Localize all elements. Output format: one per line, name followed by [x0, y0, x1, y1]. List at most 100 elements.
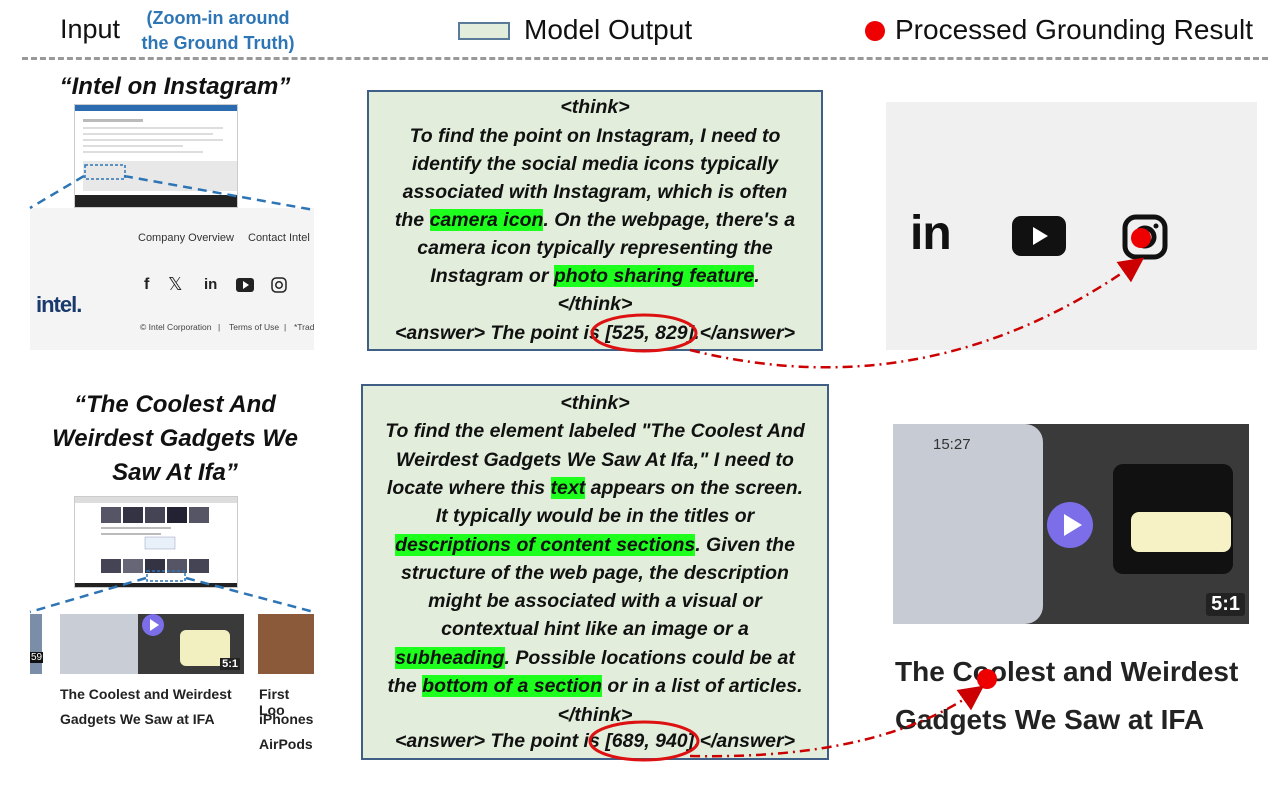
result-phone — [893, 424, 1043, 624]
crop-side-line3: AirPods — [259, 736, 313, 752]
screenshot-thumbnail-1 — [74, 104, 238, 208]
crop-video-thumb: 5:1 — [60, 614, 244, 674]
model-output-box-1: <think> To find the point on Instagram, … — [367, 90, 823, 351]
screenshot-thumbnail-2 — [74, 496, 238, 588]
result-video-title: The Coolest and Weirdest Gadgets We Saw … — [895, 648, 1265, 744]
reasoning-line: Instagram or photo sharing feature. — [369, 265, 821, 288]
result-youtube-icon — [1012, 216, 1066, 256]
youtube-icon — [236, 278, 254, 292]
answer-line-2: <answer> The point is [689, 940].</answe… — [363, 730, 827, 753]
result-title-line1: The Coolest and Weirdest — [895, 656, 1239, 687]
reasoning-line: camera icon typically representing the — [417, 237, 773, 259]
crop-phone — [60, 614, 138, 674]
crop-side-line1: First Loo — [259, 686, 290, 718]
crop-caption-line1: The Coolest and Weirdest — [60, 686, 232, 702]
thumbnail-1-art — [75, 105, 237, 207]
reasoning-line: contextual hint like an image or a — [441, 618, 749, 640]
reasoning-text: . Possible locations could be at — [504, 647, 795, 669]
highlight-text: text — [550, 477, 586, 499]
reasoning-line: structure of the web page, the descripti… — [401, 562, 789, 584]
reasoning-text: the — [394, 209, 430, 231]
reasoning-text: . On the webpage, there's a — [543, 209, 796, 231]
answer-point-2: [689, 940] — [605, 730, 695, 752]
answer-prefix: <answer> The point is — [395, 730, 606, 752]
crop-trad: *Trad — [294, 322, 314, 332]
legend-zoom-note: (Zoom-in around the Ground Truth) — [138, 6, 298, 56]
legend-model-output-swatch — [458, 22, 510, 40]
reasoning-text: . — [754, 265, 760, 287]
zoomed-crop-1: Company Overview Contact Intel f 𝕏 in in… — [30, 208, 314, 350]
crop-caption-line2: Gadgets We Saw at IFA — [60, 711, 215, 727]
reasoning-line: To find the element labeled "The Coolest… — [385, 420, 805, 442]
crop-company-overview: Company Overview — [138, 232, 234, 244]
reasoning-line: It typically would be in the titles or — [435, 505, 755, 527]
reasoning-line: might be associated with a visual or — [428, 590, 762, 612]
result-title-line2: Gadgets We Saw at IFA — [895, 704, 1205, 735]
think-close-1: </think> — [557, 293, 633, 315]
thumbnail-2-art — [75, 497, 237, 587]
reasoning-text: appears on the screen. — [585, 477, 804, 499]
answer-prefix: <answer> The point is — [395, 322, 606, 344]
legend-zoom-line2: the Ground Truth) — [141, 33, 295, 53]
result-linkedin-icon: in — [910, 207, 952, 260]
answer-suffix: .</answer> — [694, 322, 795, 344]
model-output-box-2: <think> To find the element labeled "The… — [361, 384, 829, 760]
highlight-bottom-section: bottom of a section — [422, 675, 603, 697]
crop-duration-badge: 5:1 — [220, 658, 240, 670]
crop-right-thumb — [258, 614, 314, 674]
legend-input-label: Input — [60, 14, 121, 44]
legend-processed-label: Processed Grounding Result — [895, 14, 1253, 45]
query-1: “Intel on Instagram” — [59, 73, 291, 100]
grounding-result-2: 15:27 5:1 — [893, 424, 1249, 624]
linkedin-icon: in — [204, 276, 218, 293]
result-phone-time: 15:27 — [933, 436, 971, 453]
intel-logo: intel. — [36, 292, 82, 317]
grounding-marker-2 — [977, 669, 997, 689]
highlight-photo-sharing: photo sharing feature — [553, 265, 755, 287]
reasoning-line: the camera icon. On the webpage, there's… — [369, 209, 821, 232]
highlight-descriptions: descriptions of content sections — [395, 534, 696, 556]
result-play-icon — [1047, 502, 1093, 548]
header-divider — [22, 57, 1268, 60]
facebook-icon: f — [144, 276, 150, 293]
query-2-line2: Weirdest Gadgets We — [52, 425, 298, 452]
crop-side-line2: iPhones, — [259, 711, 314, 727]
reasoning-line: the bottom of a section or in a list of … — [363, 675, 827, 698]
crop-play-icon — [142, 614, 164, 636]
legend-marker-dot — [865, 21, 885, 41]
legend-zoom-line1: (Zoom-in around — [146, 8, 290, 28]
crop-divider-2: | — [284, 322, 287, 332]
reasoning-text: the — [387, 675, 423, 697]
highlight-subheading: subheading — [395, 647, 505, 669]
think-open-1: <think> — [560, 96, 630, 118]
reasoning-line: associated with Instagram, which is ofte… — [402, 181, 788, 203]
think-close-2: </think> — [557, 704, 633, 726]
legend-model-output-label: Model Output — [524, 14, 693, 45]
reasoning-text: locate where this — [386, 477, 551, 499]
reasoning-text: Instagram or — [430, 265, 554, 287]
crop-divider-1: | — [218, 322, 221, 332]
crop-contact-intel: Contact Intel — [248, 232, 310, 244]
grounding-result-1: in — [886, 102, 1257, 350]
query-2-line1: “The Coolest And — [74, 391, 276, 418]
reasoning-text: or in a list of articles. — [602, 675, 803, 697]
query-2-line3: Saw At Ifa” — [112, 459, 238, 486]
reasoning-line: subheading. Possible locations could be … — [363, 647, 827, 670]
result-gadget-light — [1131, 512, 1231, 552]
crop-terms: Terms of Use — [229, 322, 280, 332]
grounding-marker-1 — [1131, 228, 1151, 248]
reasoning-text: . Given the — [695, 534, 795, 556]
answer-line-1: <answer> The point is [525, 829].</answe… — [369, 322, 821, 345]
result-duration-badge: 5:1 — [1206, 593, 1245, 616]
crop-copyright: © Intel Corporation — [140, 322, 212, 332]
think-open-2: <think> — [560, 392, 630, 414]
x-twitter-icon: 𝕏 — [168, 274, 183, 295]
crop-left-badge: 59 — [30, 652, 44, 663]
reasoning-line: locate where this text appears on the sc… — [363, 477, 827, 500]
reasoning-line: descriptions of content sections. Given … — [363, 534, 827, 557]
query-2: “The Coolest And Weirdest Gadgets We Saw… — [30, 388, 320, 490]
zoomed-crop-2: 59 5:1 The Coolest and Weirdest Gadgets … — [30, 600, 314, 768]
answer-point-1: [525, 829] — [605, 322, 695, 344]
reasoning-line: Weirdest Gadgets We Saw At Ifa," I need … — [396, 449, 794, 471]
instagram-icon — [271, 277, 287, 293]
